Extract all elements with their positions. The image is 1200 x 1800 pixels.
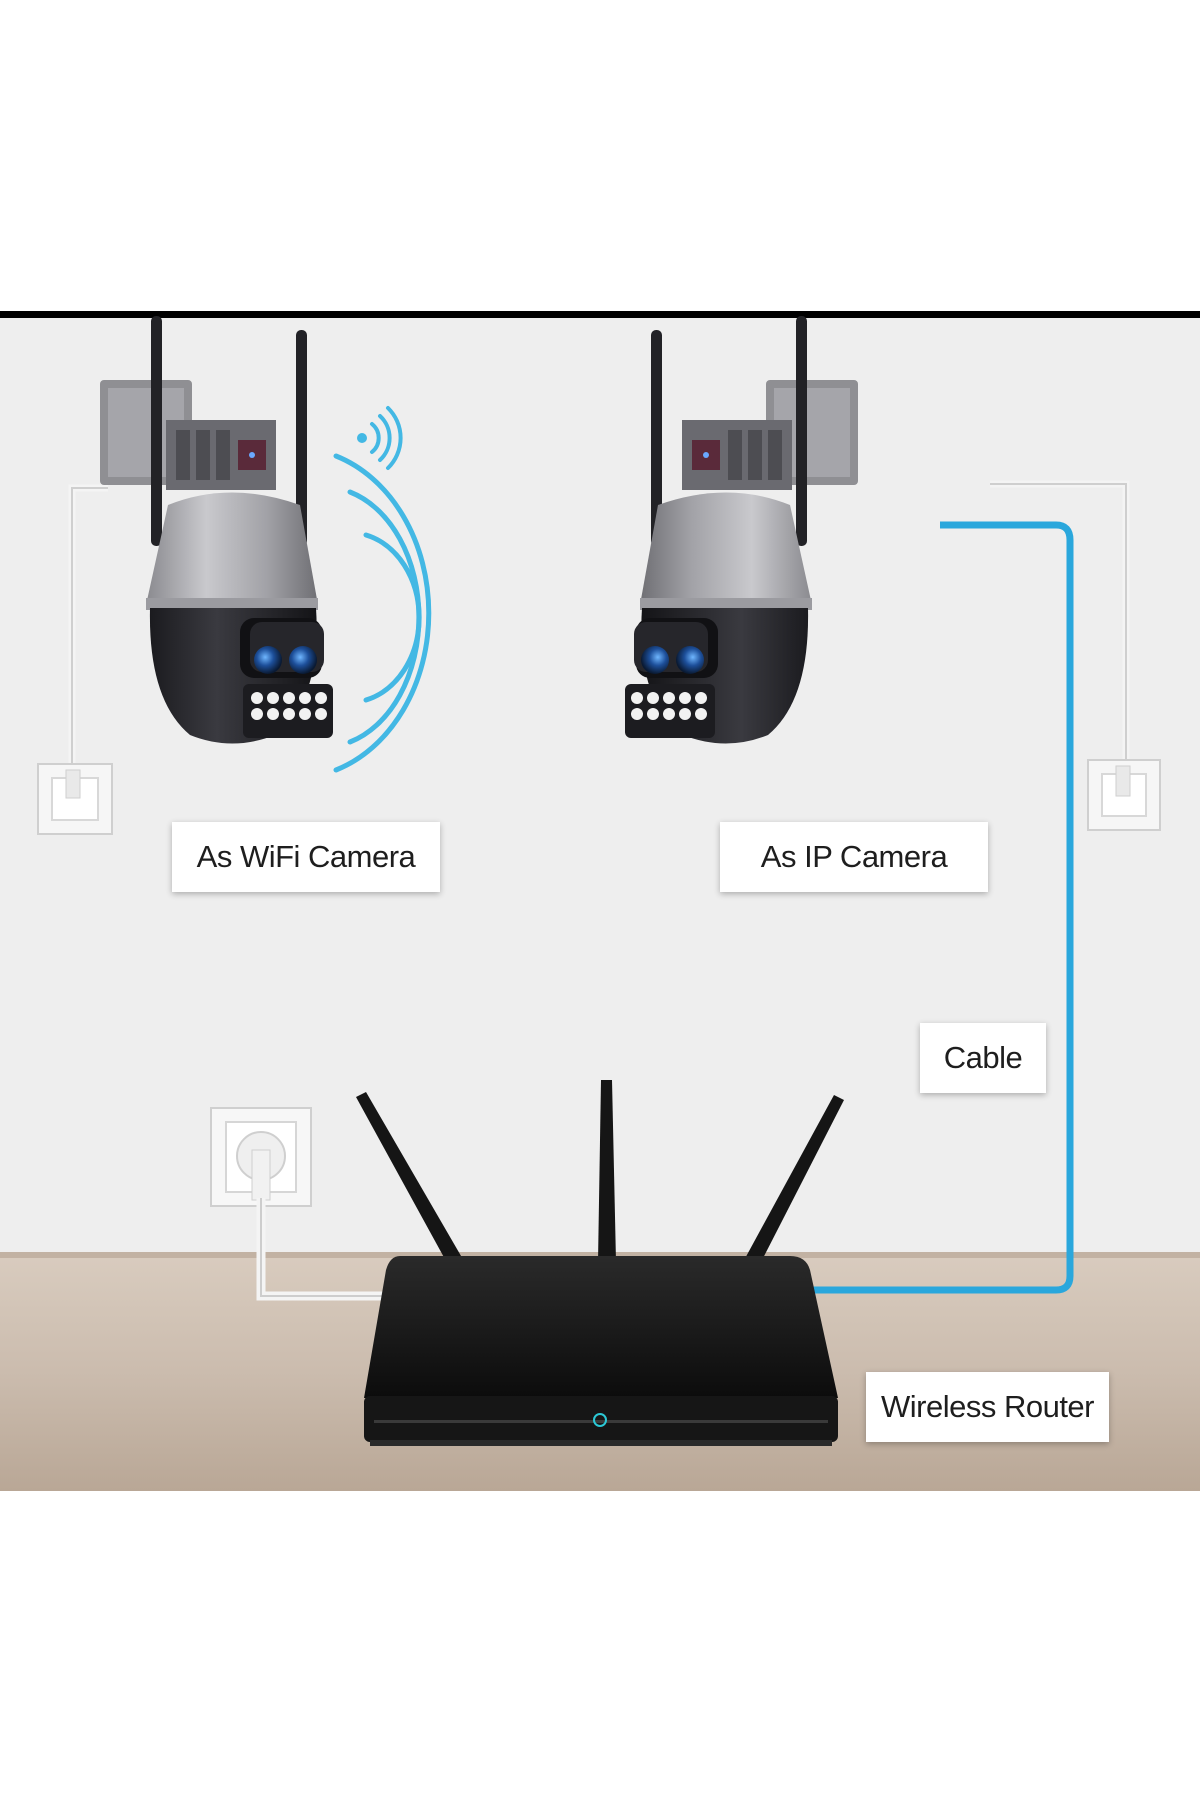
left-power-outlet [68, 484, 108, 770]
router-antennas [356, 1080, 844, 1272]
wifi-signal-waves [333, 406, 432, 773]
wireless-router-icon [364, 1256, 838, 1446]
cable-label: Cable [920, 1023, 1046, 1093]
ethernet-cable [808, 521, 1074, 1294]
wifi-camera-label: As WiFi Camera [172, 822, 440, 892]
wireless-router-label: Wireless Router [866, 1372, 1109, 1442]
right-power-outlet [990, 480, 1130, 762]
ip-camera-label: As IP Camera [720, 822, 988, 892]
top-border [0, 311, 1200, 318]
